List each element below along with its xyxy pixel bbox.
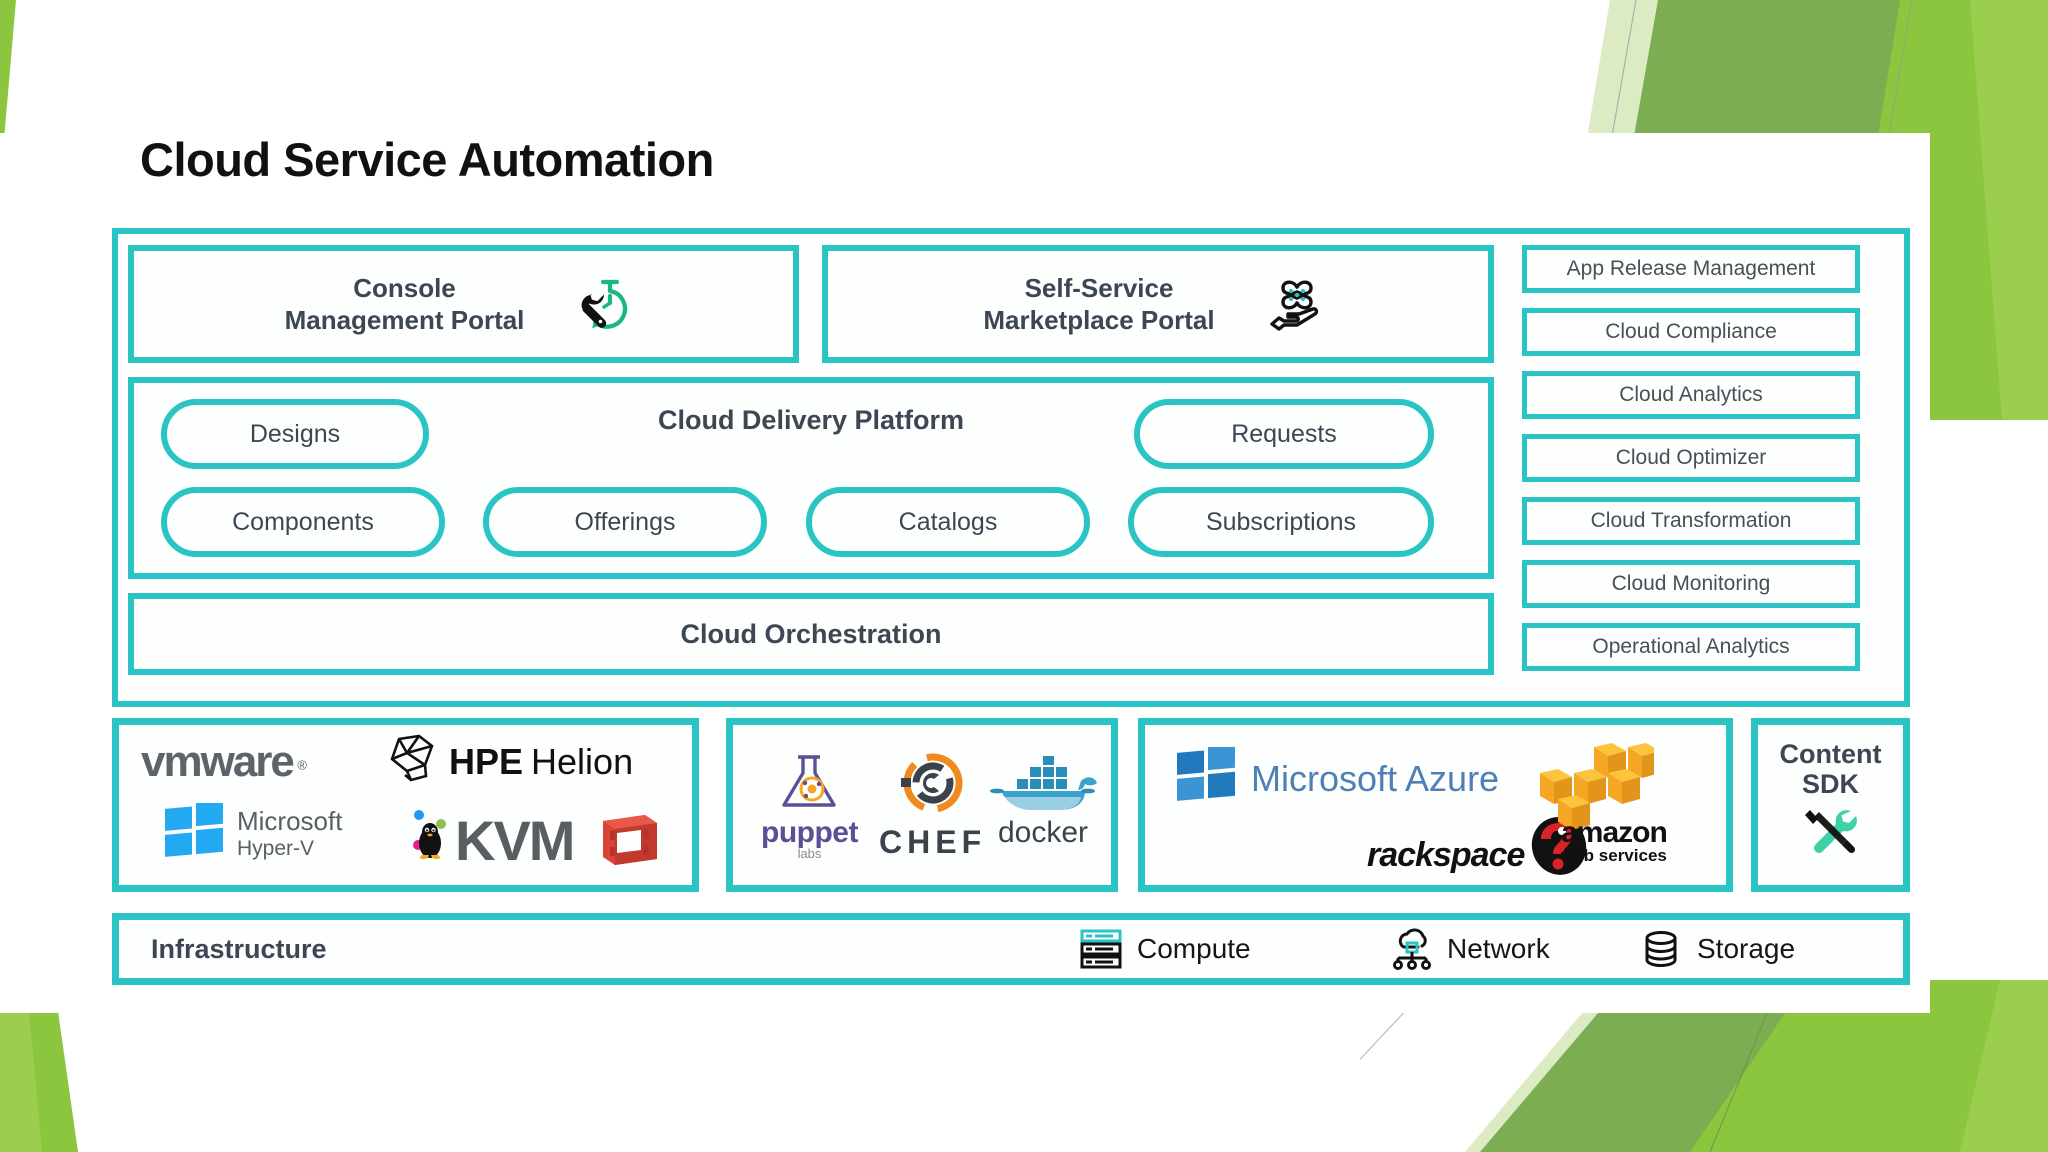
rackspace-logo: rackspace: [1367, 815, 1590, 896]
content-sdk-line1: Content: [1779, 739, 1882, 769]
hpe-text: HPE: [449, 740, 524, 782]
infrastructure-item-storage: Storage: [1639, 928, 1795, 970]
vendor-group-public-clouds: Microsoft Azure rackspace: [1138, 718, 1733, 892]
infrastructure-compute-label: Compute: [1137, 933, 1251, 964]
hand-offering-icon: [1261, 271, 1333, 337]
vendor-group-config-management: puppet labs CHEF: [726, 718, 1118, 892]
pill-offerings[interactable]: Offerings: [483, 487, 767, 557]
services-sidebar: App Release Management Cloud Compliance …: [1522, 245, 1860, 676]
kvm-text: KVM: [455, 808, 575, 872]
console-management-portal-label: Console Management Portal: [284, 272, 525, 336]
chef-mark-icon: [897, 753, 969, 821]
puppet-flask-icon: [772, 755, 846, 819]
puppet-labs-subtext: labs: [797, 846, 822, 861]
sidebar-item-app-release-management[interactable]: App Release Management: [1522, 245, 1860, 293]
rackspace-text: rackspace: [1367, 836, 1525, 874]
amazon-web-services-logo: amazon web services: [1517, 743, 1668, 866]
sidebar-item-cloud-monitoring[interactable]: Cloud Monitoring: [1522, 560, 1860, 608]
pill-designs[interactable]: Designs: [161, 399, 429, 469]
pill-components[interactable]: Components: [161, 487, 445, 557]
docker-whale-icon: [989, 756, 1097, 817]
aws-cubes-icon: [1530, 743, 1660, 843]
content-sdk-line2: SDK: [1801, 769, 1859, 800]
microsoft-azure-logo: Microsoft Azure: [1175, 743, 1500, 810]
platform-rows: Console Management Portal: [128, 245, 1894, 690]
kvm-logo: KVM: [409, 805, 575, 872]
rackspace-mark-icon: [1528, 815, 1590, 896]
microsoft-text: Microsoft: [237, 806, 343, 837]
wrench-screwdriver-icon: [1758, 803, 1903, 862]
cloud-delivery-platform-box: Cloud Delivery Platform Designs Requests…: [128, 377, 1494, 579]
pill-requests[interactable]: Requests: [1134, 399, 1434, 469]
infrastructure-bar: Infrastructure Compute: [112, 913, 1910, 985]
infrastructure-item-network: Network: [1389, 928, 1550, 970]
decor-green-bottom-right: [1360, 980, 2048, 1152]
kvm-tux-icon: [409, 805, 453, 866]
microsoft-hyperv-logo: Microsoft Hyper-V: [163, 799, 343, 866]
page-title: Cloud Service Automation: [140, 133, 714, 186]
self-service-marketplace-portal-label: Self-Service Marketplace Portal: [983, 272, 1215, 336]
cloud-orchestration-box: Cloud Orchestration: [128, 593, 1494, 675]
wrench-stopwatch-icon: [570, 271, 642, 337]
cloud-delivery-platform-title: Cloud Delivery Platform: [657, 405, 965, 435]
chef-logo: CHEF: [879, 753, 986, 861]
infrastructure-storage-label: Storage: [1697, 933, 1796, 964]
openstack-logo: [597, 807, 663, 874]
hpe-helion-logo: HPE Helion: [385, 731, 633, 792]
sidebar-item-cloud-compliance[interactable]: Cloud Compliance: [1522, 308, 1860, 356]
docker-logo: docker: [989, 755, 1097, 850]
vmware-logo-text: vmware: [141, 737, 295, 786]
sidebar-item-cloud-optimizer[interactable]: Cloud Optimizer: [1522, 434, 1860, 482]
puppet-text: puppet: [761, 816, 858, 849]
helion-text: Helion: [531, 740, 634, 782]
sidebar-item-cloud-analytics[interactable]: Cloud Analytics: [1522, 371, 1860, 419]
windows-flag-icon: [163, 799, 225, 866]
infrastructure-label: Infrastructure: [151, 933, 327, 964]
pill-subscriptions[interactable]: Subscriptions: [1128, 487, 1434, 557]
decor-green-top-left: [0, 0, 40, 140]
sidebar-item-cloud-transformation[interactable]: Cloud Transformation: [1522, 497, 1860, 545]
windows-flag-icon: [1175, 743, 1237, 810]
network-cloud-icon: [1389, 928, 1433, 970]
self-service-marketplace-portal-box[interactable]: Self-Service Marketplace Portal: [822, 245, 1494, 363]
microsoft-azure-text: Microsoft Azure: [1251, 757, 1500, 799]
content-sdk-box[interactable]: Content SDK: [1751, 718, 1910, 892]
docker-text: docker: [997, 816, 1089, 849]
hyperv-text: Hyper-V: [237, 837, 315, 861]
sidebar-item-operational-analytics[interactable]: Operational Analytics: [1522, 623, 1860, 671]
hpe-helion-glyph-icon: [385, 731, 441, 792]
vmware-logo: vmware ®: [141, 737, 307, 787]
infrastructure-network-label: Network: [1447, 933, 1550, 964]
amazon-text: amazon: [1561, 816, 1668, 849]
chef-text: CHEF: [879, 824, 987, 860]
vmware-registered-mark: ®: [297, 757, 307, 773]
vendor-group-hypervisors: vmware ® HPE Helion: [112, 718, 699, 892]
server-rack-icon: [1079, 928, 1123, 970]
database-cylinder-icon: [1639, 928, 1683, 970]
puppet-labs-logo: puppet labs: [761, 751, 858, 861]
infrastructure-item-compute: Compute: [1079, 928, 1251, 970]
console-management-portal-box[interactable]: Console Management Portal: [128, 245, 799, 363]
aws-web-services-subtext: web services: [1561, 846, 1667, 865]
pill-catalogs[interactable]: Catalogs: [806, 487, 1090, 557]
